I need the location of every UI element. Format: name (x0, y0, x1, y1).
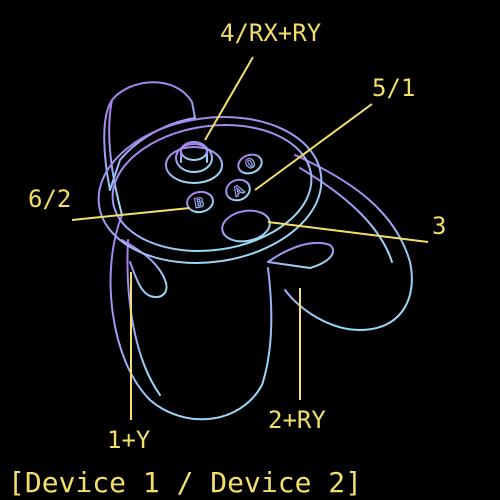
leader-right (267, 221, 429, 243)
controller-outline (97, 81, 413, 421)
caption: [Device 1 / Device 2] (8, 466, 362, 499)
label-upper-right: 5/1 (372, 74, 415, 102)
label-left: 6/2 (28, 185, 71, 213)
leader-left (71, 207, 191, 221)
label-bottom-right: 2+RY (268, 406, 326, 434)
button-b-letter: B (193, 195, 205, 211)
label-top: 4/RX+RY (220, 19, 322, 47)
label-right: 3 (432, 212, 446, 240)
label-bottom-left: 1+Y (107, 426, 151, 454)
leader-top (204, 56, 254, 141)
leader-upper-right (254, 103, 373, 191)
leader-lines (71, 56, 429, 420)
